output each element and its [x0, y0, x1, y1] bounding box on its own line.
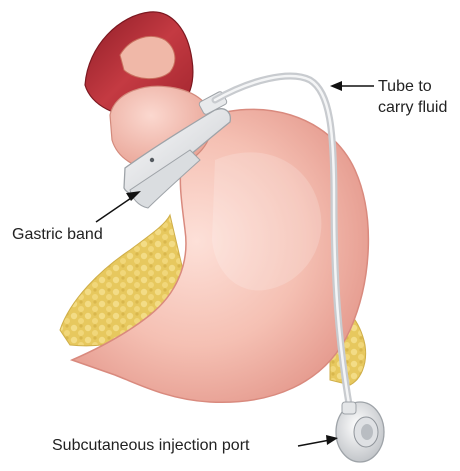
label-tube: Tube to carry fluid [378, 76, 447, 118]
label-tube-line2: carry fluid [378, 97, 447, 118]
label-injection-port: Subcutaneous injection port [52, 435, 249, 456]
arrow-injection-port [298, 435, 338, 446]
label-gastric-band: Gastric band [12, 224, 103, 245]
arrow-tube [330, 81, 374, 91]
arrow-gastric-band [96, 191, 141, 222]
label-tube-line1: Tube to [378, 76, 447, 97]
injection-port [336, 402, 384, 462]
